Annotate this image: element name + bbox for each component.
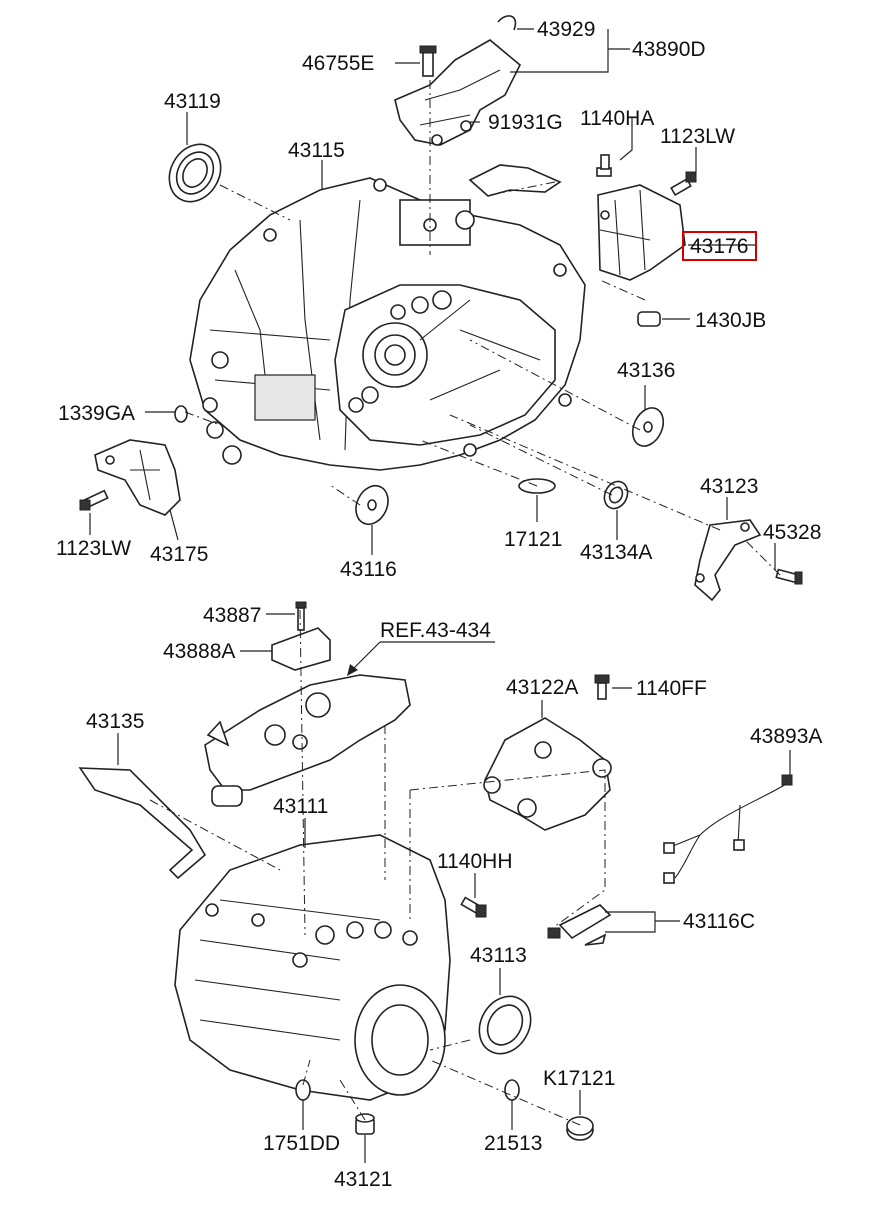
label-17121: 17121 [504,528,562,551]
bracket-91931G [468,164,562,197]
label-1123LW-left: 1123LW [56,537,131,560]
label-1430JB: 1430JB [695,309,766,332]
shift-bracket-43890D [394,15,521,146]
label-1123LW-top: 1123LW [660,125,735,148]
label-21513: 21513 [484,1132,542,1155]
label-43888A: 43888A [163,640,235,663]
label-43116: 43116 [340,558,397,581]
label-43113: 43113 [470,944,527,967]
plug-1339GA [174,405,188,423]
transmission-case-43111 [174,834,451,1101]
pin-1430JB [637,311,661,327]
ref-arrow-head-icon [347,664,358,676]
label-43175: 43175 [150,543,208,566]
washer-43136 [631,407,665,447]
washer-21513 [504,1079,520,1101]
bolt-45328 [775,568,803,585]
clutch-housing-43115 [189,177,586,471]
label-1339GA: 1339GA [58,402,135,425]
part-labels: 43929 43890D 46755E 43119 91931G 1140HA … [56,18,822,1191]
label-43119: 43119 [164,90,221,113]
bolt-1140FF [594,674,610,700]
label-45328: 45328 [763,521,821,544]
label-1140FF: 1140FF [636,677,707,700]
ref-arrow-icon [351,641,381,671]
washer-43116 [355,484,389,526]
label-REF-43-434: REF.43-434 [380,619,491,642]
bracket-43175 [94,439,181,516]
mount-43122A [483,717,612,831]
sealant-43116C [547,904,612,946]
rail-43135 [78,767,207,880]
bolt-1140HH [460,896,487,918]
seal-43113 [478,995,532,1055]
label-43929: 43929 [537,18,595,41]
plug-K17121 [566,1116,594,1141]
label-43111: 43111 [273,795,328,818]
label-43134A: 43134A [580,541,652,564]
label-91931G: 91931G [488,111,563,134]
label-1140HA: 1140HA [580,107,654,130]
seal-43134A [603,480,629,510]
bolt-1123LW-top [670,171,697,197]
bolt-43887 [295,601,307,631]
label-43116C: 43116C [683,910,755,933]
label-46755E: 46755E [302,52,374,75]
label-43135: 43135 [86,710,144,733]
oil-seal-43119 [168,143,222,203]
leader-lines [89,28,791,1163]
plug-43121 [355,1113,375,1135]
plate-43123 [694,519,762,602]
shift-control-assembly [204,674,411,807]
bolt-1140HA [596,154,612,177]
label-43122A: 43122A [506,676,578,699]
washer-1751DD [295,1079,311,1101]
label-43890D: 43890D [632,38,706,61]
label-43893A: 43893A [750,725,822,748]
highlight-box-43176 [682,231,757,261]
label-43176: 43176 [690,235,748,258]
label-43887: 43887 [203,604,261,627]
harness-43893A [663,774,793,884]
label-43121: 43121 [334,1168,392,1191]
label-K17121: K17121 [543,1067,615,1090]
label-43136: 43136 [617,359,675,382]
label-43123: 43123 [700,475,758,498]
bracket-43176 [597,184,686,281]
label-1751DD: 1751DD [263,1132,340,1155]
bolt-1123LW-left [79,489,109,511]
label-1140HH: 1140HH [437,850,513,873]
label-43115: 43115 [288,139,345,162]
